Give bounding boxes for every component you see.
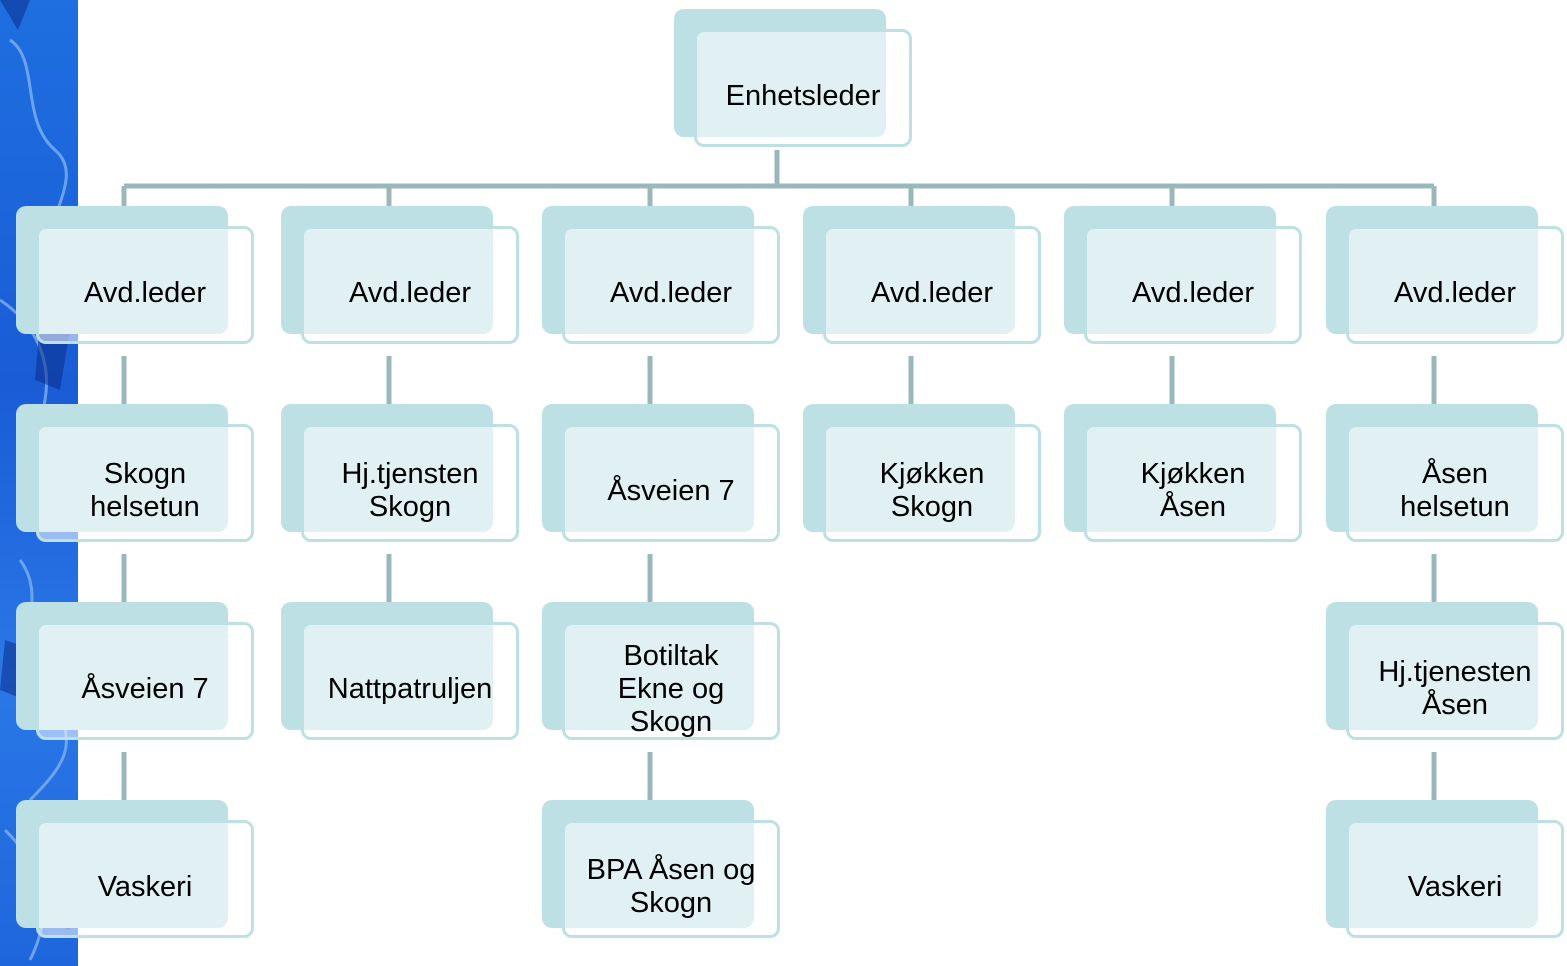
node-col-6-row-3: Hj.tjenesten Åsen: [1326, 602, 1564, 742]
node-label: Avd.leder: [1132, 276, 1254, 309]
node-box: Avd.leder: [823, 226, 1041, 344]
node-box: Åsveien 7: [36, 622, 254, 740]
node-col-5-row-2: Kjøkken Åsen: [1064, 404, 1302, 544]
node-label: Avd.leder: [1394, 276, 1516, 309]
node-box: Åsen helsetun: [1346, 424, 1564, 542]
node-box: Vaskeri: [36, 820, 254, 938]
node-col-1-row-1: Avd.leder: [16, 206, 254, 346]
node-col-3-row-3: Botiltak Ekne og Skogn: [542, 602, 780, 742]
node-label: Kjøkken Skogn: [879, 458, 985, 523]
node-label: Åsen helsetun: [1400, 458, 1510, 523]
node-box: Nattpatruljen: [301, 622, 519, 740]
node-col-1-row-2: Skogn helsetun: [16, 404, 254, 544]
node-box: Botiltak Ekne og Skogn: [562, 622, 780, 740]
node-col-6-row-4: Vaskeri: [1326, 800, 1564, 940]
node-box: Vaskeri: [1346, 820, 1564, 938]
node-col-1-row-4: Vaskeri: [16, 800, 254, 940]
node-label: Vaskeri: [97, 870, 193, 903]
root-node-enhetsleder: Enhetsleder: [674, 9, 912, 149]
node-label: Avd.leder: [349, 276, 471, 309]
node-box: Hj.tjensten Skogn: [301, 424, 519, 542]
node-col-4-row-1: Avd.leder: [803, 206, 1041, 346]
node-label: Åsveien 7: [607, 474, 735, 507]
node-col-2-row-2: Hj.tjensten Skogn: [281, 404, 519, 544]
node-col-4-row-2: Kjøkken Skogn: [803, 404, 1041, 544]
node-col-6-row-2: Åsen helsetun: [1326, 404, 1564, 544]
node-label: Hj.tjenesten Åsen: [1378, 656, 1532, 721]
node-box: Åsveien 7: [562, 424, 780, 542]
node-box: Kjøkken Skogn: [823, 424, 1041, 542]
node-label: Avd.leder: [610, 276, 732, 309]
node-col-6-row-1: Avd.leder: [1326, 206, 1564, 346]
node-col-3-row-2: Åsveien 7: [542, 404, 780, 544]
node-box: Enhetsleder: [694, 29, 912, 147]
node-label: Nattpatruljen: [327, 672, 493, 705]
node-col-2-row-3: Nattpatruljen: [281, 602, 519, 742]
node-box: Avd.leder: [36, 226, 254, 344]
node-label: Vaskeri: [1407, 870, 1503, 903]
node-col-5-row-1: Avd.leder: [1064, 206, 1302, 346]
node-label: Kjøkken Åsen: [1140, 458, 1246, 523]
node-col-3-row-4: BPA Åsen og Skogn: [542, 800, 780, 940]
node-box: Hj.tjenesten Åsen: [1346, 622, 1564, 740]
node-label: Skogn helsetun: [90, 458, 200, 523]
node-box: Avd.leder: [1346, 226, 1564, 344]
node-label: Hj.tjensten Skogn: [341, 458, 479, 523]
node-label: Åsveien 7: [81, 672, 209, 705]
node-col-1-row-3: Åsveien 7: [16, 602, 254, 742]
node-col-3-row-1: Avd.leder: [542, 206, 780, 346]
node-box: Avd.leder: [1084, 226, 1302, 344]
node-label: Avd.leder: [84, 276, 206, 309]
node-box: BPA Åsen og Skogn: [562, 820, 780, 938]
node-box: Avd.leder: [562, 226, 780, 344]
node-label: Avd.leder: [871, 276, 993, 309]
node-col-2-row-1: Avd.leder: [281, 206, 519, 346]
node-label: BPA Åsen og Skogn: [586, 854, 756, 919]
node-label: Botiltak Ekne og Skogn: [617, 639, 725, 738]
node-box: Kjøkken Åsen: [1084, 424, 1302, 542]
node-label: Enhetsleder: [725, 79, 881, 112]
node-box: Skogn helsetun: [36, 424, 254, 542]
node-box: Avd.leder: [301, 226, 519, 344]
